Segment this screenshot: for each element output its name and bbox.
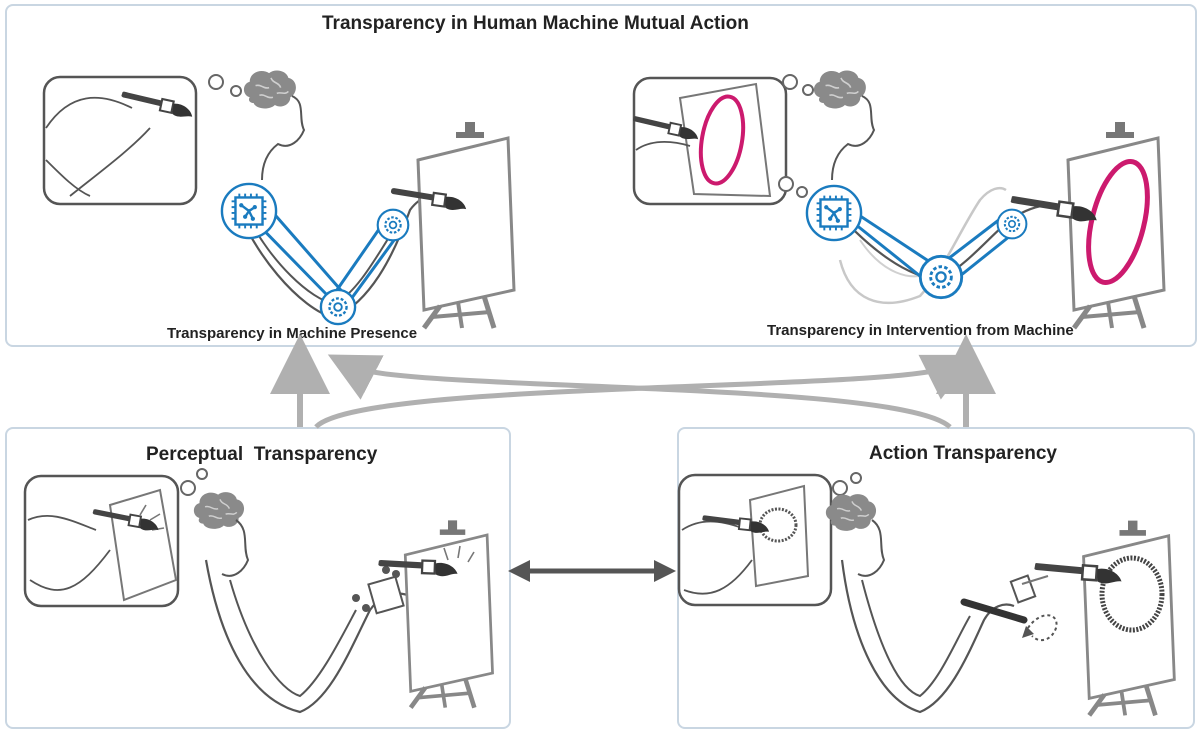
perceptual-illustration	[23, 468, 493, 714]
robot-exoskeleton	[805, 184, 1028, 300]
gear-icon	[376, 208, 410, 242]
thought-bubble-icon	[778, 74, 814, 198]
action-illustration	[677, 472, 1175, 716]
robot-exoskeleton	[220, 182, 410, 326]
top-panel	[5, 4, 1197, 347]
easel-icon	[1068, 122, 1164, 328]
machine-presence-illustration	[42, 69, 514, 328]
easel-icon	[1084, 521, 1175, 716]
gear-icon	[918, 254, 964, 300]
intervention-caption: Transparency in Intervention from Machin…	[767, 322, 1074, 339]
perceptual-transparency-title: Perceptual Transparency	[146, 444, 378, 465]
inset-perceptual	[23, 474, 180, 608]
brain-icon	[193, 491, 245, 530]
brush-handle	[960, 598, 1028, 624]
chip-icon	[220, 182, 278, 240]
connecting-arrows	[270, 334, 996, 582]
haptic-glove	[352, 566, 405, 615]
brain-icon	[243, 69, 297, 110]
thought-bubble-icon	[180, 468, 208, 496]
easel-icon	[418, 122, 514, 328]
inset-arm-painting	[42, 75, 196, 206]
inset-canvas-magenta	[634, 76, 788, 206]
chip-icon	[805, 184, 863, 242]
thought-bubble-icon	[832, 472, 862, 496]
action-transparency-title: Action Transparency	[869, 443, 1057, 464]
brain-icon	[825, 493, 877, 532]
machine-presence-caption: Transparency in Machine Presence	[167, 325, 418, 342]
brain-icon	[813, 69, 867, 110]
gear-icon	[319, 288, 357, 326]
intervention-illustration	[634, 69, 1164, 328]
top-panel-title: Transparency in Human Machine Mutual Act…	[322, 13, 749, 34]
gear-icon	[996, 208, 1028, 240]
easel-icon	[405, 520, 492, 707]
dotted-stroke-shape	[1099, 555, 1165, 633]
inset-action	[677, 473, 833, 607]
thought-bubble-icon	[208, 74, 242, 97]
